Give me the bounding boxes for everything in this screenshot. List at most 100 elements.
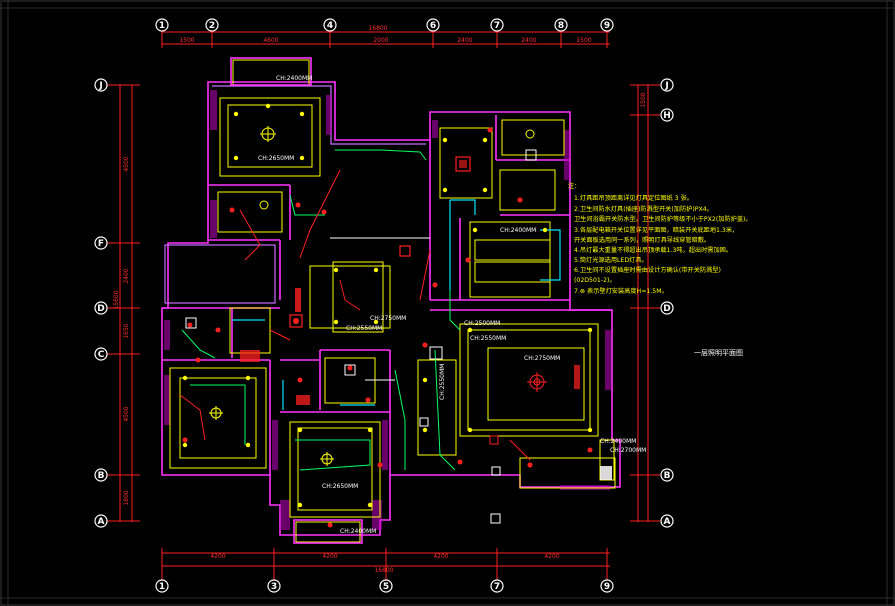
socket-icon (489, 435, 499, 445)
room-ceiling-label: CH:2650MM (322, 483, 358, 490)
bottom-axis: 4200 4200 4200 4200 16800 1 3 5 7 9 (155, 548, 614, 593)
svg-text:A: A (664, 517, 671, 527)
switch-icon (587, 447, 593, 453)
top-dimension: 2400 (521, 37, 536, 44)
switch-icon (517, 197, 523, 203)
axis-bubble: J (660, 78, 674, 92)
socket-icon (525, 149, 537, 161)
downlight-icon (472, 227, 478, 233)
ceiling-outlines (169, 97, 616, 518)
left-dimension: 1800 (123, 490, 130, 505)
switch-icon (377, 462, 383, 468)
axis-bubble: 2 (205, 18, 219, 32)
switch-icon (182, 437, 188, 443)
switch-icon (327, 522, 333, 528)
downlight-icon (299, 111, 305, 117)
bottom-total-dimension: 16800 (374, 567, 393, 574)
downlight-icon (467, 427, 473, 433)
downlight-icon (245, 375, 251, 381)
axis-bubble: 1 (155, 579, 169, 593)
switch-icon (487, 127, 493, 133)
socket-icon (491, 466, 501, 476)
downlight-icon (422, 377, 428, 383)
top-dimension: 4600 (263, 37, 278, 44)
note-line: 5.筒灯光源选用LED灯具。 (574, 256, 648, 264)
top-dimension: 2000 (373, 37, 388, 44)
svg-text:1: 1 (159, 21, 165, 31)
note-line: 4.吊灯最大重量不得超出吊顶承载1.3吨，超出时需加固。 (574, 246, 732, 254)
top-total-dimension: 16800 (368, 25, 387, 32)
bottom-dimension: 4200 (322, 553, 337, 560)
bottom-dimension: 4200 (433, 553, 448, 560)
note-line: 6.卫生间不设置插座时需由设计方确认(带开关防溅型) (574, 266, 721, 274)
switch-icon (432, 282, 438, 288)
room-ceiling-label: CH:2550MM (346, 325, 382, 332)
chandelier-icon (527, 372, 547, 392)
chandelier-icon (209, 406, 223, 420)
svg-text:D: D (663, 304, 670, 314)
note-line: 卫生间浴霸开关防水型。卫生间防护等级不小于PX2(加防护盖)。 (574, 215, 752, 223)
chandelier-icon (525, 129, 535, 139)
axis-bubble: 8 (554, 18, 568, 32)
left-dimension: 4500 (123, 156, 130, 171)
svg-text:C: C (98, 350, 105, 360)
axis-bubble: B (94, 468, 108, 482)
axis-bubble: 5 (379, 579, 393, 593)
bottom-dimension: 4200 (210, 553, 225, 560)
chandelier-icon (320, 452, 334, 466)
svg-text:9: 9 (604, 582, 610, 592)
axis-bubble: 9 (600, 18, 614, 32)
socket-icon (344, 364, 356, 376)
drawing-title: 一层照明平面图 (694, 349, 743, 357)
circuit-lines (179, 149, 561, 471)
light-fixtures (182, 103, 612, 528)
svg-text:1: 1 (159, 582, 165, 592)
svg-text:H: H (663, 111, 671, 121)
left-dimension: 4500 (123, 406, 130, 421)
room-ceiling-label: CH:2400MM (340, 528, 376, 535)
downlight-icon (233, 111, 239, 117)
distribution-box-icon (455, 156, 471, 172)
axis-bubble: D (94, 301, 108, 315)
downlight-icon (297, 427, 303, 433)
axis-bubble: 7 (490, 579, 504, 593)
room-ceiling-label: CH:2750MM (370, 315, 406, 322)
downlight-icon (367, 427, 373, 433)
left-total-dimension: 15600 (113, 290, 120, 309)
svg-text:7: 7 (494, 582, 500, 592)
svg-text:B: B (664, 471, 671, 481)
downlight-icon (587, 327, 593, 333)
room-ceiling-label: CH:2400MM (500, 227, 536, 234)
downlight-icon (482, 137, 488, 143)
downlight-icon (587, 427, 593, 433)
svg-text:4: 4 (327, 21, 333, 31)
axis-bubble: B (660, 468, 674, 482)
axis-bubble: C (94, 347, 108, 361)
svg-text:2: 2 (209, 21, 215, 31)
left-axis: 15600 4500 2400 1650 4500 1800 J F D C B… (94, 78, 140, 528)
switch-icon (297, 377, 303, 383)
axis-bubble: J (94, 78, 108, 92)
svg-text:7: 7 (494, 21, 500, 31)
svg-text:A: A (98, 517, 105, 527)
axis-bubble: 9 (600, 579, 614, 593)
wall-lamp-icon (295, 288, 301, 312)
switch-icon (215, 327, 221, 333)
room-ceiling-label: CH:2750MM (524, 355, 560, 362)
downlight-icon (373, 267, 379, 273)
svg-text:9: 9 (604, 21, 610, 31)
walls (161, 57, 621, 544)
exhaust-fan-icon (399, 245, 411, 257)
socket-icon (490, 513, 501, 524)
socket-icon (429, 346, 443, 360)
top-dimension: 2400 (457, 37, 472, 44)
downlight-icon (467, 327, 473, 333)
svg-text:8: 8 (558, 21, 564, 31)
downlight-icon (542, 227, 548, 233)
svg-text:D: D (97, 304, 104, 314)
switch-icon (422, 342, 428, 348)
room-ceiling-label: CH:2550MM (439, 364, 446, 400)
